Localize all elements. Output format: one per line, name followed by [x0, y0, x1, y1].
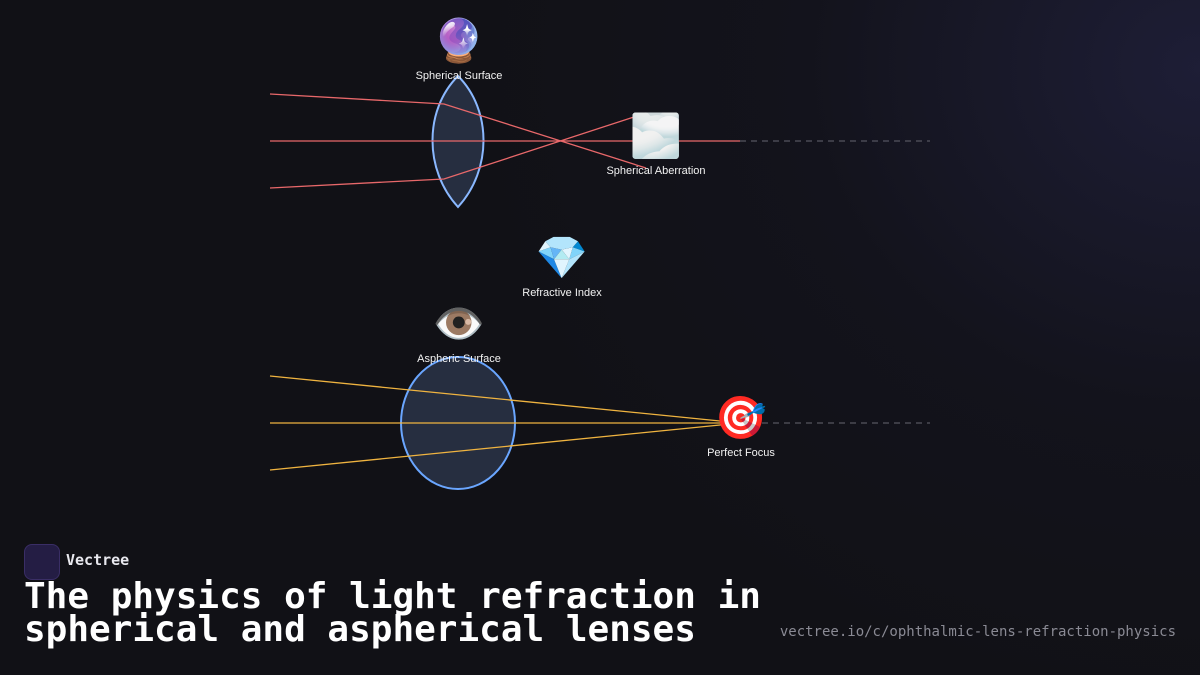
spherical-ray-top: [269, 93, 647, 169]
aspheric-ray-top: [269, 375, 741, 424]
refractive-index-label: Refractive Index: [522, 287, 602, 299]
spherical-rays: [269, 93, 740, 189]
node-spherical-aberration: 🌫️ Spherical Aberration: [576, 111, 736, 177]
fog-icon: 🌫️: [629, 111, 683, 160]
page-title: The physics of light refraction in spher…: [24, 576, 761, 650]
node-aspheric-surface: 👁️ Aspheric Surface: [379, 299, 539, 365]
spherical-surface-label: Spherical Surface: [415, 70, 503, 82]
target-icon: 🎯: [714, 393, 768, 442]
node-perfect-focus: 🎯 Perfect Focus: [661, 393, 821, 459]
aspheric-ray-bottom: [269, 422, 741, 471]
aspheric-rays: [269, 375, 741, 471]
spherical-ray-bottom: [269, 112, 647, 189]
aspheric-surface-label: Aspheric Surface: [417, 353, 501, 365]
crystal-ball-icon: 🔮: [432, 16, 486, 65]
spherical-aberration-label: Spherical Aberration: [606, 165, 706, 177]
node-spherical-surface: 🔮 Spherical Surface: [379, 16, 539, 82]
source-url[interactable]: vectree.io/c/ophthalmic-lens-refraction-…: [779, 624, 1176, 640]
vectree-logo: [24, 544, 60, 580]
node-refractive-index: 💎 Refractive Index: [482, 233, 642, 299]
perfect-focus-label: Perfect Focus: [707, 447, 775, 459]
gem-icon: 💎: [535, 233, 589, 282]
eye-icon: 👁️: [432, 299, 486, 348]
brand-name: Vectree: [66, 551, 130, 569]
